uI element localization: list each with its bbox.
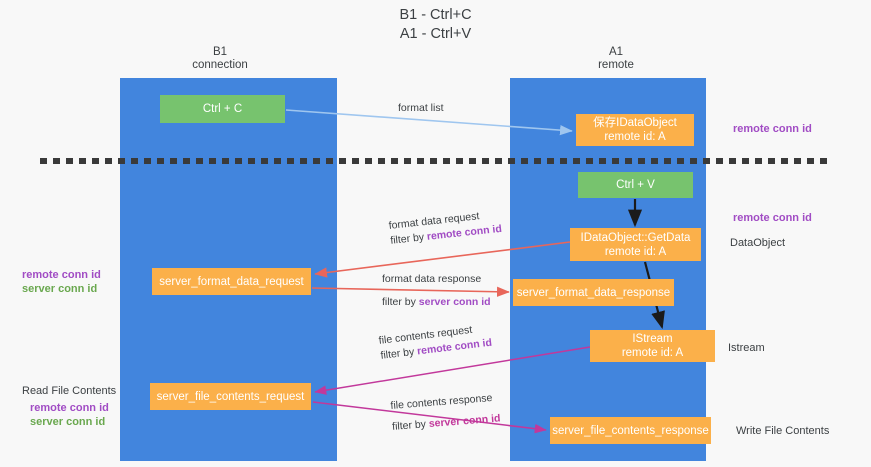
column-header-a1-name: A1 bbox=[608, 46, 624, 58]
edge-label-format-data-response-text: format data response bbox=[382, 273, 482, 285]
column-header-b1-name: B1 bbox=[212, 46, 228, 58]
annotation-left-conn-ids-bottom: remote conn id server conn id bbox=[30, 401, 109, 429]
node-istream-line1: IStream bbox=[632, 333, 673, 345]
edge-label-format-data-response: format data response filter by server co… bbox=[382, 272, 491, 310]
column-header-b1-role: connection bbox=[192, 59, 248, 71]
node-ctrl-v-label: Ctrl + V bbox=[616, 179, 655, 191]
edge-format-data-request bbox=[314, 241, 571, 278]
title-line-1: B1 - Ctrl+C bbox=[399, 7, 472, 23]
edge-label-format-data-request-filter-prefix: filter by bbox=[389, 230, 428, 247]
node-server-format-data-request-label: server_format_data_request bbox=[159, 275, 304, 288]
node-server-format-data-request[interactable]: server_format_data_request bbox=[152, 268, 311, 295]
edge-file-contents-request bbox=[314, 346, 591, 395]
edge-label-format-data-response-filter-key: server conn id bbox=[418, 296, 491, 308]
edge-label-format-list: format list bbox=[398, 101, 444, 116]
annotation-remote-conn-id-mid: remote conn id bbox=[733, 212, 812, 224]
title-line-2: A1 - Ctrl+V bbox=[399, 26, 472, 42]
edge-file-contents-response bbox=[312, 401, 547, 434]
annotation-read-file-contents: Read File Contents bbox=[22, 385, 117, 397]
node-getdata-line2: remote id: A bbox=[604, 245, 667, 258]
node-idataobject-line2: remote id: A bbox=[604, 131, 666, 143]
annotation-left-server-conn-id: server conn id bbox=[22, 283, 98, 295]
column-header-a1: A1 remote bbox=[556, 46, 676, 72]
node-ctrl-c-label: Ctrl + C bbox=[202, 103, 243, 115]
node-getdata-line1: IDataObject::GetData bbox=[580, 231, 691, 244]
page-title: B1 - Ctrl+C A1 - Ctrl+V bbox=[0, 6, 871, 44]
node-idataobject-getdata[interactable]: IDataObject::GetData remote id: A bbox=[570, 228, 701, 261]
node-server-format-data-response[interactable]: server_format_data_response bbox=[513, 279, 674, 306]
node-server-file-contents-request[interactable]: server_file_contents_request bbox=[150, 383, 311, 410]
node-istream[interactable]: IStream remote id: A bbox=[590, 330, 715, 362]
edge-label-file-contents-response-filter-prefix: filter by bbox=[391, 418, 430, 433]
annotation-left-remote-conn-id: remote conn id bbox=[22, 269, 101, 281]
node-server-file-contents-response[interactable]: server_file_contents_response bbox=[550, 417, 711, 444]
edge-format-data-response bbox=[311, 286, 510, 297]
annotation-left-remote-conn-id-2: remote conn id bbox=[30, 402, 109, 414]
phase-divider bbox=[40, 158, 831, 164]
edge-label-file-contents-request-filter-prefix: filter by bbox=[379, 345, 418, 362]
node-idataobject[interactable]: 保存IDataObject remote id: A bbox=[576, 114, 694, 146]
edge-format-list bbox=[285, 109, 573, 136]
column-header-a1-role: remote bbox=[598, 59, 634, 71]
node-istream-line2: remote id: A bbox=[621, 347, 684, 359]
annotation-dataobject: DataObject bbox=[730, 237, 786, 249]
node-ctrl-c[interactable]: Ctrl + C bbox=[160, 95, 285, 123]
node-idataobject-line1: 保存IDataObject bbox=[593, 117, 677, 129]
column-header-b1: B1 connection bbox=[160, 46, 280, 72]
node-server-file-contents-request-label: server_file_contents_request bbox=[156, 390, 305, 403]
annotation-left-conn-ids-top: remote conn id server conn id bbox=[22, 268, 101, 296]
node-server-format-data-response-label: server_format_data_response bbox=[516, 286, 671, 299]
annotation-left-server-conn-id-2: server conn id bbox=[30, 416, 106, 428]
node-ctrl-v[interactable]: Ctrl + V bbox=[578, 172, 693, 198]
edge-label-format-data-response-filter-prefix: filter by bbox=[382, 296, 419, 308]
edge-label-format-list-text: format list bbox=[398, 102, 444, 114]
annotation-remote-conn-id-top: remote conn id bbox=[733, 123, 812, 135]
node-server-file-contents-response-label: server_file_contents_response bbox=[552, 424, 709, 437]
annotation-istream: Istream bbox=[728, 342, 765, 354]
annotation-write-file-contents: Write File Contents bbox=[736, 425, 830, 437]
